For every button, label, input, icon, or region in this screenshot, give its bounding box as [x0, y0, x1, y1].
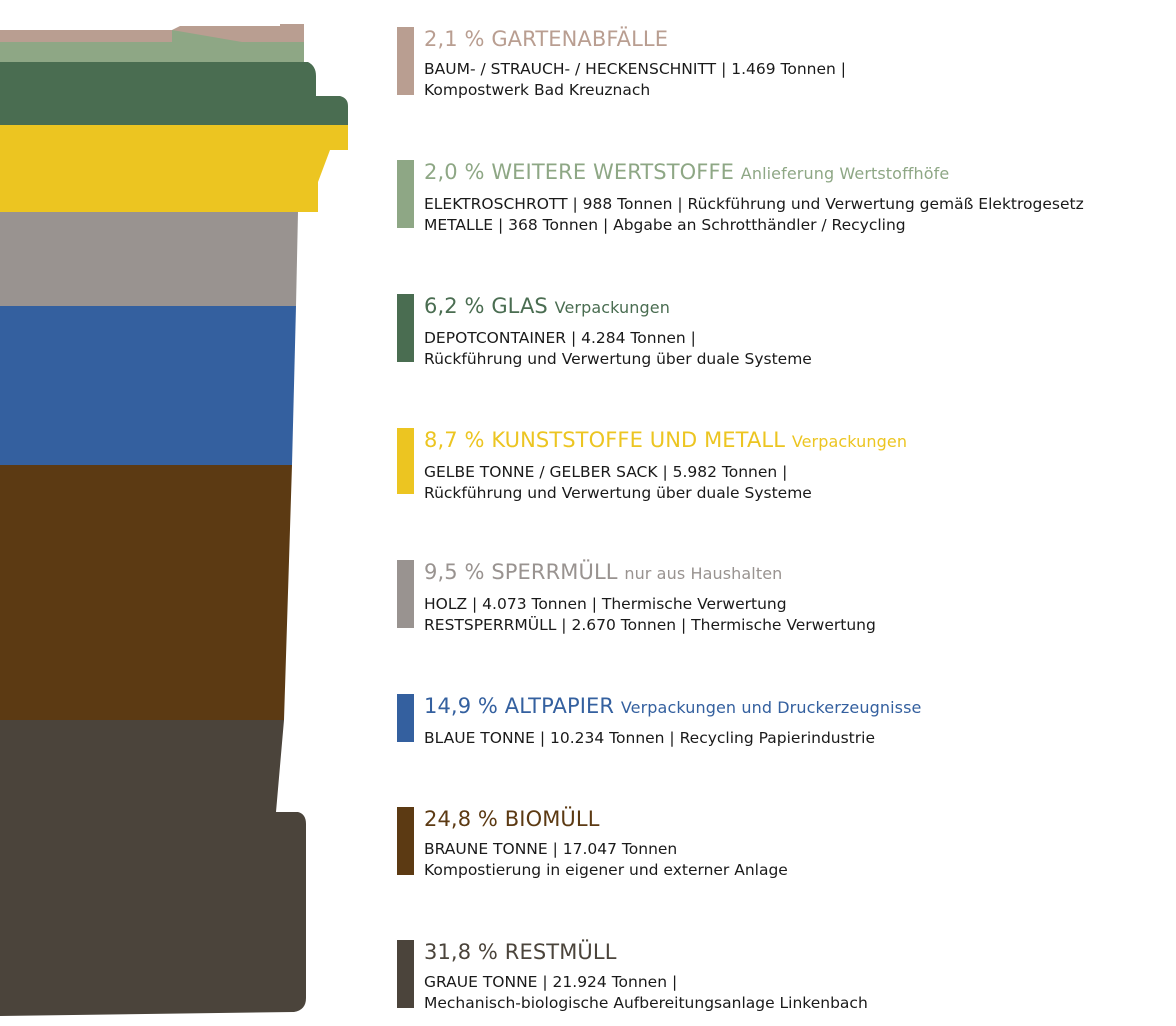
legend-text: 24,8 % BIOMÜLL BRAUNE TONNE | 17.047 Tonn… [424, 807, 788, 881]
legend-category: WEITERE WERTSTOFFE [491, 160, 735, 184]
bin-segment-kunststoffe [0, 125, 348, 212]
legend-detail-line: Mechanisch-biologische Aufbereitungsanla… [424, 994, 868, 1012]
bin-segment-biomuell [0, 465, 292, 720]
legend-category: GARTENABFÄLLE [491, 27, 669, 51]
legend-category: ALTPAPIER [504, 694, 615, 718]
legend-detail-line: BRAUNE TONNE | 17.047 Tonnen [424, 840, 678, 858]
legend-text: 14,9 % ALTPAPIER Verpackungen und Drucke… [424, 694, 921, 749]
bin-segment-gartenabfaelle [0, 24, 304, 42]
bin-segment-altpapier [0, 306, 296, 465]
legend-title: 2,1 % GARTENABFÄLLE [424, 27, 846, 51]
legend-title: 24,8 % BIOMÜLL [424, 807, 788, 831]
legend-detail-line: Kompostwerk Bad Kreuznach [424, 81, 651, 99]
legend-subtitle: Verpackungen [554, 298, 670, 317]
legend-percent: 2,1 % [424, 27, 485, 51]
legend-text: 8,7 % KUNSTSTOFFE UND METALL Verpackunge… [424, 428, 907, 504]
legend-category: RESTMÜLL [504, 940, 617, 964]
legend-subtitle: nur aus Haushalten [624, 564, 783, 583]
legend-detail-line: BLAUE TONNE | 10.234 Tonnen | Recycling … [424, 729, 875, 747]
bin-segment-restmuell [0, 720, 306, 1016]
waste-bin-graphic [0, 24, 348, 1016]
legend-percent: 2,0 % [424, 160, 485, 184]
legend-color-bar [397, 428, 414, 494]
legend-color-bar [397, 940, 414, 1008]
legend-detail-line: GRAUE TONNE | 21.924 Tonnen | [424, 973, 678, 991]
legend-text: 2,0 % WEITERE WERTSTOFFE Anlieferung Wer… [424, 160, 1084, 236]
legend-color-bar [397, 27, 414, 95]
legend-detail-line: Rückführung und Verwertung über duale Sy… [424, 350, 812, 368]
legend-title: 31,8 % RESTMÜLL [424, 940, 868, 964]
legend-category: GLAS [491, 294, 548, 318]
legend-subtitle: Verpackungen und Druckerzeugnisse [620, 698, 922, 717]
legend-title: 6,2 % GLAS Verpackungen [424, 294, 812, 320]
legend-subtitle: Anlieferung Wertstoffhöfe [740, 164, 950, 183]
legend-percent: 9,5 % [424, 560, 485, 584]
legend-title: 9,5 % SPERRMÜLL nur aus Haushalten [424, 560, 876, 586]
legend-detail-line: Rückführung und Verwertung über duale Sy… [424, 484, 812, 502]
legend-percent: 8,7 % [424, 428, 485, 452]
legend-category: SPERRMÜLL [491, 560, 618, 584]
legend-detail-line: Kompostierung in eigener und externer An… [424, 861, 788, 879]
legend-detail-line: DEPOTCONTAINER | 4.284 Tonnen | [424, 329, 696, 347]
bin-segment-sperrmuell [0, 212, 298, 306]
bin-segment-weitere-wertstoffe-lip [172, 30, 300, 64]
legend-title: 14,9 % ALTPAPIER Verpackungen und Drucke… [424, 694, 921, 720]
legend-detail-line: METALLE | 368 Tonnen | Abgabe an Schrott… [424, 216, 906, 234]
legend-color-bar [397, 160, 414, 228]
legend-title: 8,7 % KUNSTSTOFFE UND METALL Verpackunge… [424, 428, 907, 454]
legend-percent: 14,9 % [424, 694, 498, 718]
legend-detail-line: GELBE TONNE / GELBER SACK | 5.982 Tonnen… [424, 463, 788, 481]
legend-title: 2,0 % WEITERE WERTSTOFFE Anlieferung Wer… [424, 160, 1084, 186]
bin-segment-glas [0, 62, 348, 125]
legend-category: KUNSTSTOFFE UND METALL [491, 428, 786, 452]
legend-color-bar [397, 560, 414, 628]
legend-category: BIOMÜLL [504, 807, 600, 831]
legend-detail-line: RESTSPERRMÜLL | 2.670 Tonnen | Thermisch… [424, 616, 876, 634]
legend-detail-line: ELEKTROSCHROTT | 988 Tonnen | Rückführun… [424, 195, 1084, 213]
legend-color-bar [397, 294, 414, 362]
legend-text: 2,1 % GARTENABFÄLLE BAUM- / STRAUCH- / HE… [424, 27, 846, 101]
legend-percent: 6,2 % [424, 294, 485, 318]
legend-color-bar [397, 807, 414, 875]
legend-subtitle: Verpackungen [791, 432, 908, 451]
legend-percent: 24,8 % [424, 807, 498, 831]
legend-color-bar [397, 694, 414, 742]
legend-percent: 31,8 % [424, 940, 498, 964]
legend-detail-line: BAUM- / STRAUCH- / HECKENSCHNITT | 1.469… [424, 60, 846, 78]
legend-detail-line: HOLZ | 4.073 Tonnen | Thermische Verwert… [424, 595, 787, 613]
legend-text: 31,8 % RESTMÜLL GRAUE TONNE | 21.924 Tonn… [424, 940, 868, 1014]
